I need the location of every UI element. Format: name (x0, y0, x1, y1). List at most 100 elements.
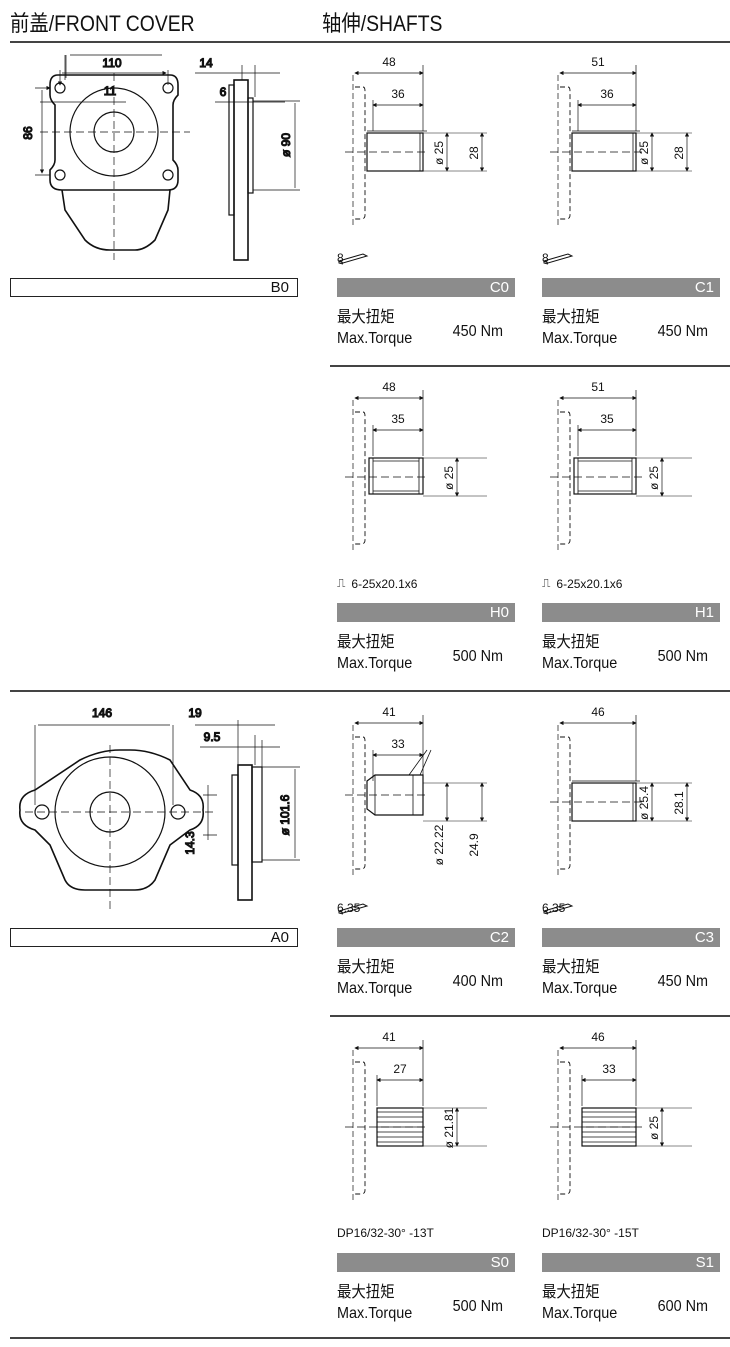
front-cover-heading: 前盖/FRONT COVER (10, 11, 195, 36)
torque-label-zh: 最大扭矩 (542, 959, 600, 976)
key-icon (542, 253, 574, 265)
divider (10, 690, 730, 692)
overall-length: 41 (382, 705, 396, 719)
dim-thick: 14 (199, 56, 213, 70)
shaft-code-bar: S1 (542, 1253, 720, 1272)
torque-label-en: Max.Torque (337, 980, 413, 997)
inner-length: 35 (391, 412, 405, 426)
divider (10, 41, 730, 43)
front-cover-a0-drawing: 146 19 9.5 14.3 ø 101.6 (18, 705, 300, 910)
shaft-note: DP16/32-30° -13T (337, 1226, 434, 1240)
torque-label-zh: 最大扭矩 (337, 959, 395, 976)
dim-height: 14.3 (183, 831, 197, 855)
torque-label: 最大扭矩 Max.Torque (337, 957, 412, 999)
note-text: 8 (337, 251, 344, 265)
side-dimension: 28.1 (672, 791, 686, 815)
torque-label-en: Max.Torque (337, 330, 413, 347)
torque-label: 最大扭矩 Max.Torque (542, 957, 617, 999)
torque-label: 最大扭矩 Max.Torque (542, 632, 617, 674)
side-dimension: ø 25 (432, 141, 446, 165)
torque-value: 500 Nm (452, 648, 503, 665)
torque-label-en: Max.Torque (542, 330, 618, 347)
dim-height: 86 (21, 126, 35, 140)
spline-profile-icon: ⎍ (337, 576, 346, 590)
torque-value: 600 Nm (657, 1298, 708, 1315)
torque-label-en: Max.Torque (542, 1305, 618, 1322)
cover-code-a0: A0 (10, 928, 298, 947)
inner-length: 36 (391, 87, 405, 101)
note-text: DP16/32-30° -13T (337, 1226, 434, 1240)
shaft-code-bar: C0 (337, 278, 515, 297)
side-dimension: ø 25 (637, 141, 651, 165)
side-dimension: ø 21.81 (442, 1107, 456, 1148)
torque-label-zh: 最大扭矩 (542, 309, 600, 326)
dim-pilot: 6 (220, 85, 227, 99)
torque-label-zh: 最大扭矩 (337, 634, 395, 651)
spline-profile-icon: ⎍ (542, 576, 551, 590)
torque-value: 450 Nm (452, 323, 503, 340)
torque-value: 500 Nm (657, 648, 708, 665)
inner-length: 35 (600, 412, 614, 426)
shaft-drawing: 48 35 ø 25 (345, 380, 487, 552)
dim-thick: 19 (188, 706, 202, 720)
side-dimension: ø 22.22 (432, 824, 446, 865)
shaft-card-h1: 51 35 ø 25 ⎍ 6-25x20.1x6 H1 最大扭矩 Max.Torqu… (542, 370, 720, 690)
cover-code-b0: B0 (10, 278, 298, 297)
side-dimension: ø 25 (647, 1116, 661, 1140)
shaft-code-bar: C2 (337, 928, 515, 947)
dim-pilot: 9.5 (204, 730, 221, 744)
shaft-note: ⎍ 6-25x20.1x6 (337, 576, 417, 591)
torque-value: 500 Nm (452, 1298, 503, 1315)
shaft-drawing: 41 27 ø 21.81 (345, 1030, 487, 1202)
note-text: 8 (542, 251, 549, 265)
dim-width: 146 (92, 706, 112, 720)
side-dimension: 28 (672, 146, 686, 160)
side-dimension: ø 25 (442, 466, 456, 490)
shaft-note: 6.35 (542, 901, 574, 915)
key-icon (337, 253, 369, 265)
front-cover-b0-drawing: 110 11 14 6 86 ø 90 (20, 54, 300, 261)
torque-label-en: Max.Torque (542, 980, 618, 997)
torque-label-en: Max.Torque (337, 655, 413, 672)
shaft-drawing: 46 33 ø 25 (550, 1030, 692, 1202)
shaft-note: 8 (337, 251, 369, 265)
torque-label: 最大扭矩 Max.Torque (337, 632, 412, 674)
dim-width: 110 (102, 56, 121, 70)
shaft-drawing: 51 35 ø 25 (550, 380, 692, 552)
torque-label-zh: 最大扭矩 (542, 634, 600, 651)
key-icon (542, 903, 574, 915)
dim-hole: 11 (104, 84, 117, 98)
dim-dia: ø 90 (279, 133, 293, 157)
note-text: 6-25x20.1x6 (556, 577, 623, 591)
torque-value: 450 Nm (657, 323, 708, 340)
note-text: 6-25x20.1x6 (351, 577, 418, 591)
overall-length: 48 (382, 380, 396, 394)
torque-value: 400 Nm (452, 973, 503, 990)
overall-length: 48 (382, 55, 396, 69)
dim-dia: ø 101.6 (278, 794, 292, 835)
shaft-code-bar: C1 (542, 278, 720, 297)
shaft-code-bar: H1 (542, 603, 720, 622)
torque-label: 最大扭矩 Max.Torque (542, 307, 617, 349)
torque-label-en: Max.Torque (337, 1305, 413, 1322)
inner-length: 33 (602, 1062, 616, 1076)
shafts-heading: 轴伸/SHAFTS (322, 11, 443, 36)
torque-label-en: Max.Torque (542, 655, 618, 672)
inner-length: 33 (391, 737, 405, 751)
side-dimension: ø 25 (647, 466, 661, 490)
overall-length: 51 (591, 380, 605, 394)
shaft-note: 6.35 (337, 901, 369, 915)
